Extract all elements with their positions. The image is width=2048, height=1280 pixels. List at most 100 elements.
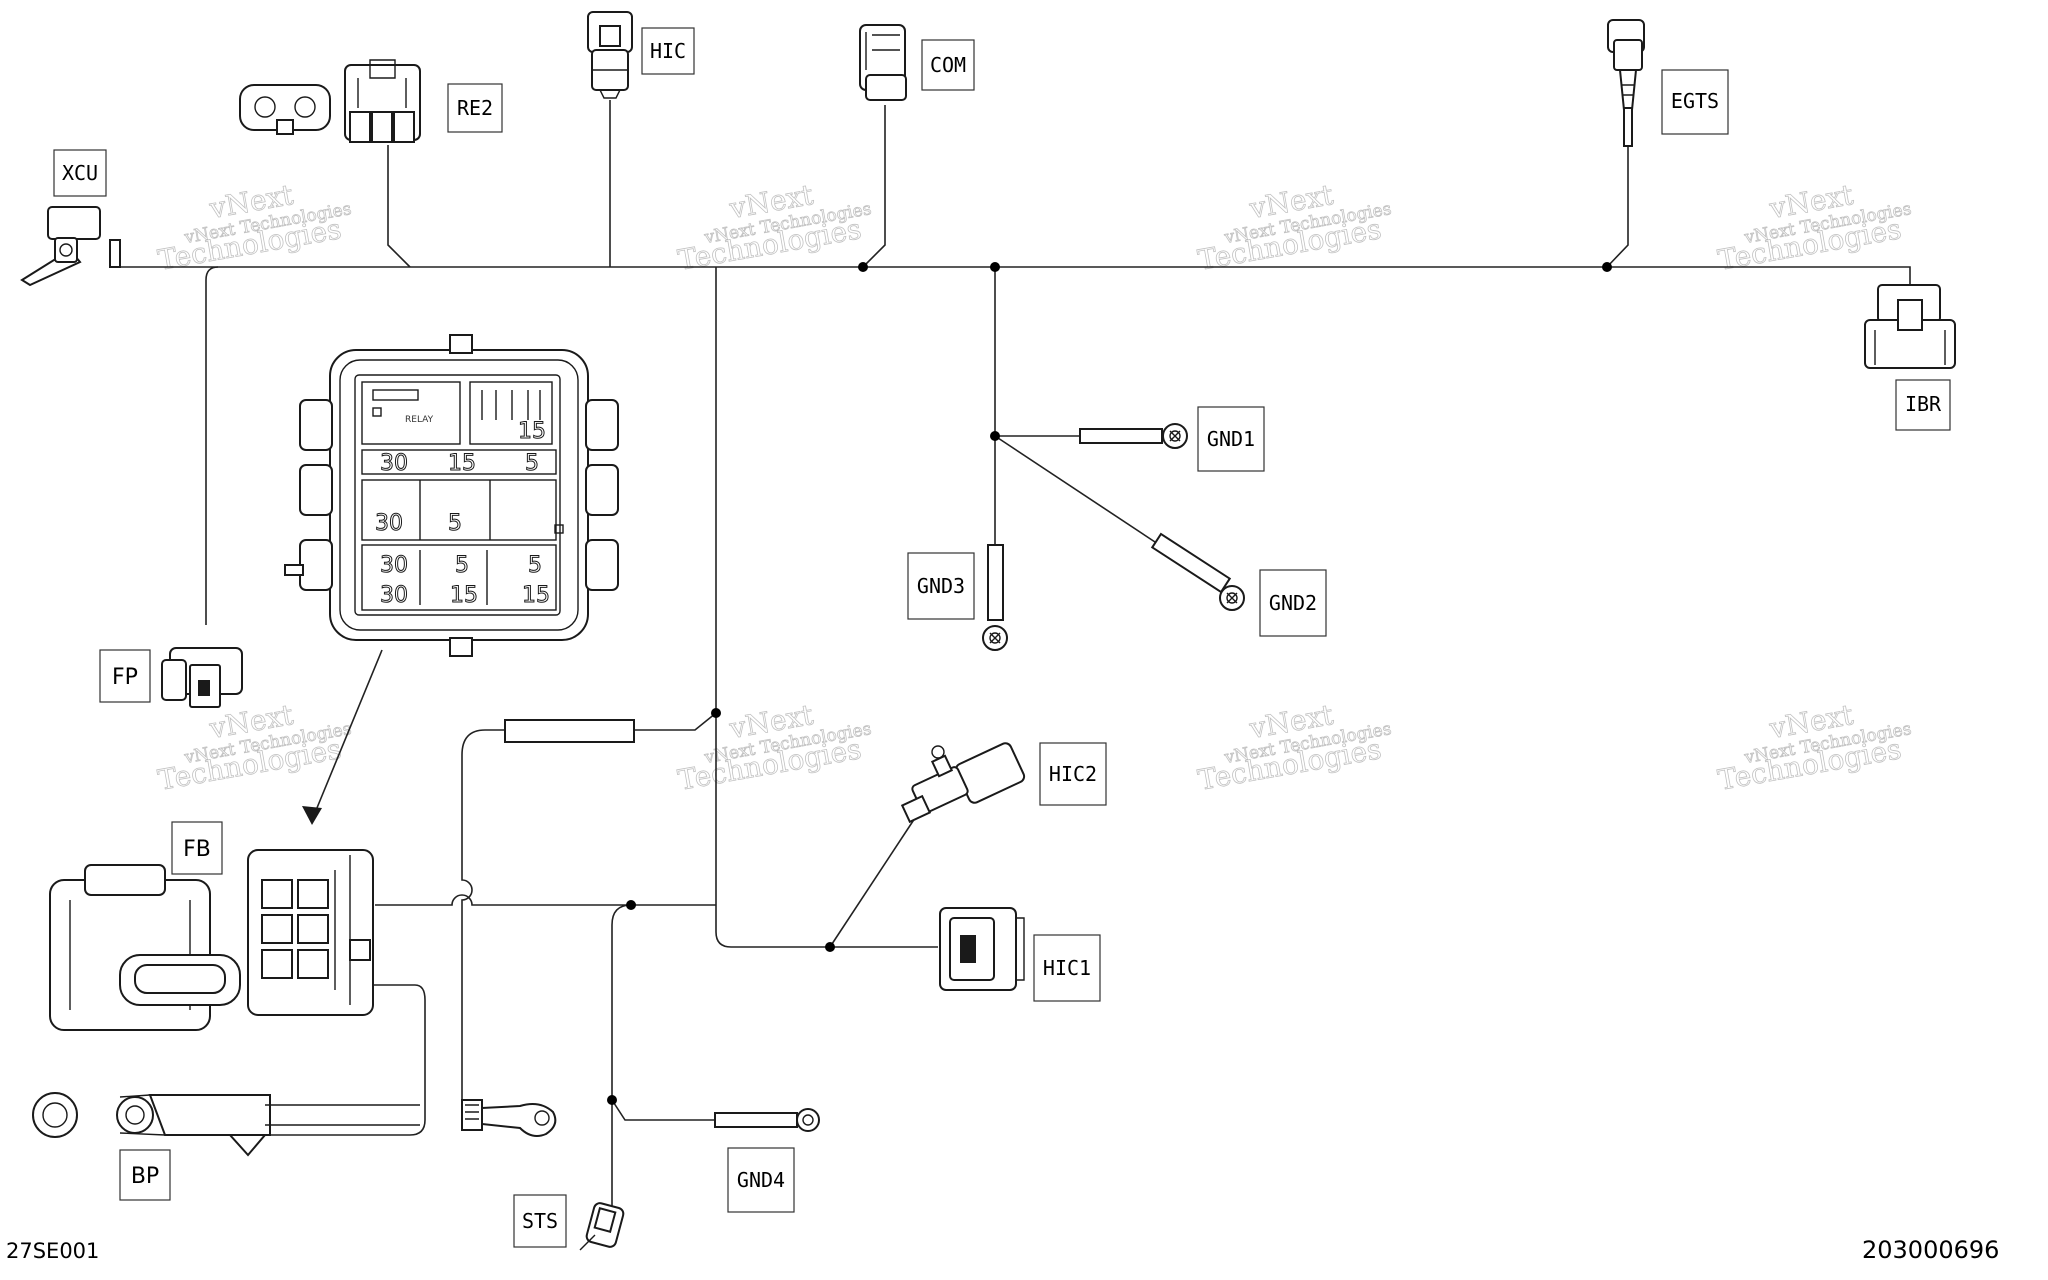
label-fp-text: FP: [112, 665, 138, 690]
label-xcu: XCU: [53, 149, 107, 197]
label-hic1: HIC1: [1033, 934, 1101, 1002]
watermark: Technologies vNext Technologies vNext: [1715, 178, 1913, 278]
watermark: Technologies vNext Technologies vNext: [1195, 178, 1393, 278]
fuse-value: 15: [450, 583, 478, 608]
label-fp: FP: [99, 649, 151, 703]
arrow-head-icon: [302, 806, 322, 825]
fp-connector-icon: [161, 647, 243, 708]
label-ibr: IBR: [1895, 379, 1951, 431]
gnd4-ring-terminal-icon: [714, 1108, 820, 1132]
main-trunk-wire: [120, 266, 1911, 285]
wires: [120, 100, 1911, 1225]
drawing-code: 27SE001: [6, 1239, 99, 1263]
watermark: Technologies vNext Technologies vNext: [675, 178, 873, 278]
gnd2-ring-terminal-icon: [1150, 532, 1245, 611]
label-egts: EGTS: [1661, 69, 1729, 135]
label-gnd3: GND3: [907, 552, 975, 620]
label-gnd2-text: GND2: [1269, 591, 1317, 615]
wire-fuse-loop: [461, 729, 505, 1105]
wire-gnd2: [994, 435, 1156, 543]
fuse-value: 5: [448, 511, 462, 536]
label-sts-text: STS: [522, 1209, 558, 1233]
label-egts-text: EGTS: [1671, 89, 1719, 113]
fuse-value: 30: [380, 583, 408, 608]
junction-node: [1602, 262, 1612, 272]
label-hic: HIC: [641, 27, 695, 75]
label-hic1-text: HIC1: [1043, 956, 1091, 980]
wire-com: [862, 105, 886, 268]
wire-fb-horizontal: [375, 894, 716, 906]
label-gnd2: GND2: [1259, 569, 1327, 637]
fuse-value: 5: [455, 553, 469, 578]
inline-fuse-holder-icon: [504, 719, 635, 743]
label-re2: RE2: [447, 83, 503, 133]
gnd3-ring-terminal-icon: [982, 544, 1008, 651]
junction-node: [626, 900, 636, 910]
xcu-connector-icon: [20, 206, 121, 287]
fuse-value: 30: [380, 451, 408, 476]
wire-center-vertical: [715, 267, 830, 948]
label-fb-text: FB: [183, 837, 211, 862]
wire-re2: [387, 145, 411, 268]
label-sts: STS: [513, 1194, 567, 1248]
junction-node: [607, 1095, 617, 1105]
wire-gnd4: [611, 1099, 715, 1121]
label-gnd1: GND1: [1197, 406, 1265, 472]
fuse-value: 15: [522, 583, 550, 608]
connector-labels: XCU RE2 HIC COM EGTS IBR GND1 GND2: [53, 27, 1951, 1248]
hic1-connector-icon: [939, 907, 1025, 991]
relay-label: RELAY: [405, 415, 434, 425]
watermark: Technologies vNext Technologies vNext: [155, 698, 353, 798]
junction-node: [825, 942, 835, 952]
part-number: 203000696: [1862, 1236, 1999, 1264]
fuse-relay-box-icon: RELAY 30 15 5 15 30 5 30 5 5 30 15 15: [284, 334, 619, 657]
label-hic2: HIC2: [1039, 742, 1107, 806]
fb-fuse-block-connector-icon: [49, 849, 374, 1031]
label-xcu-text: XCU: [62, 161, 98, 185]
fuse-value: 5: [525, 451, 539, 476]
label-bp: BP: [119, 1149, 171, 1201]
fuse-value: 15: [448, 451, 476, 476]
label-ibr-text: IBR: [1905, 392, 1942, 416]
watermark: Technologies vNext Technologies vNext: [155, 178, 353, 278]
junction-node: [858, 262, 868, 272]
junction-node: [711, 708, 721, 718]
wire-fp: [205, 266, 219, 625]
hic-connector-icon: [587, 11, 633, 99]
label-hic-text: HIC: [650, 39, 686, 63]
ibr-connector-icon: [1864, 284, 1956, 369]
wire-fuse-inline: [634, 712, 717, 731]
fuse-value: 5: [528, 553, 542, 578]
wire-bp: [270, 984, 426, 1136]
wire-egts: [1606, 145, 1629, 268]
junction-node: [990, 431, 1000, 441]
wire-fuseblock-arrow: [311, 649, 383, 821]
label-gnd1-text: GND1: [1207, 427, 1255, 451]
wire-sts-gnd4: [611, 904, 632, 1225]
watermark: Technologies vNext Technologies vNext: [675, 698, 873, 798]
hic2-connector-icon: [900, 742, 1026, 824]
battery-ring-terminal-icon: [461, 1099, 557, 1137]
com-connector-icon: [859, 24, 907, 101]
label-fb: FB: [171, 821, 223, 875]
label-gnd4: GND4: [727, 1147, 795, 1213]
gnd1-ring-terminal-icon: [1079, 423, 1188, 449]
wire-hic2: [829, 817, 916, 948]
fuse-value: 30: [375, 511, 403, 536]
fuse-value: 15: [518, 419, 546, 444]
bp-battery-terminal-icon: [32, 1092, 420, 1157]
label-bp-text: BP: [131, 1164, 159, 1189]
label-gnd3-text: GND3: [917, 574, 965, 598]
egts-sensor-icon: [1607, 19, 1645, 147]
re2-connector-icon: [239, 59, 421, 143]
label-com-text: COM: [930, 53, 966, 77]
label-com: COM: [921, 39, 975, 91]
junction-nodes: [607, 262, 1612, 1105]
watermark: Technologies vNext Technologies vNext: [1715, 698, 1913, 798]
sts-sensor-icon: [579, 1202, 625, 1251]
watermark: Technologies vNext Technologies vNext: [1195, 698, 1393, 798]
fuse-value: 30: [380, 553, 408, 578]
label-hic2-text: HIC2: [1049, 762, 1097, 786]
junction-node: [990, 262, 1000, 272]
